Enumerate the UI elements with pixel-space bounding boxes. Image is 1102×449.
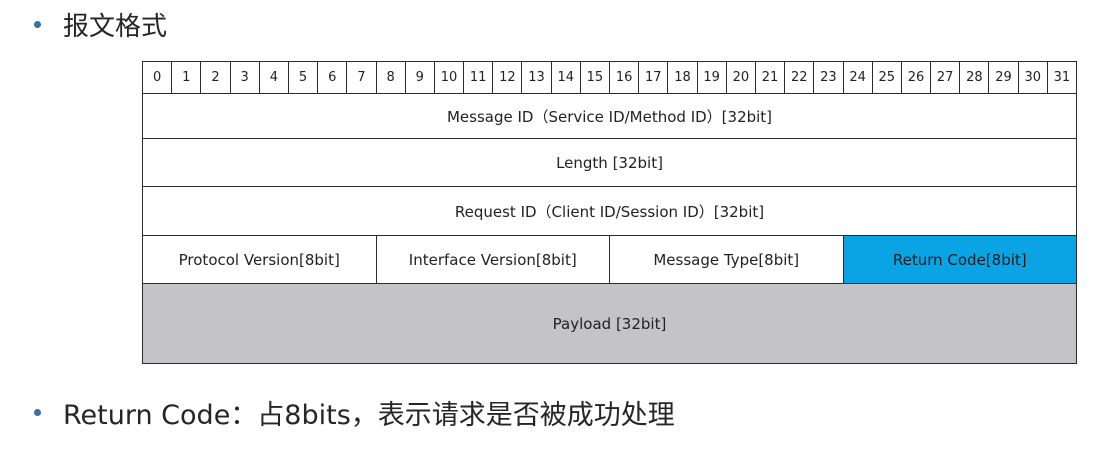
bit-index-cell: 24 xyxy=(844,62,873,93)
bit-index-cell: 21 xyxy=(756,62,786,93)
heading: 报文格式 xyxy=(34,6,167,43)
protocol-version-cell: Protocol Version[8bit] xyxy=(143,236,377,283)
bit-index-cell: 14 xyxy=(552,62,581,93)
bit-index-cell: 30 xyxy=(1019,62,1048,93)
bit-index-cell: 11 xyxy=(464,62,494,93)
heading-text: 报文格式 xyxy=(63,12,168,42)
bit-index-cell: 2 xyxy=(201,62,231,93)
bit-index-cell: 0 xyxy=(143,62,173,93)
length-row: Length [32bit] xyxy=(143,139,1076,187)
bit-index-cell: 4 xyxy=(260,62,289,93)
footer-text: Return Code：占8bits，表示请求是否被成功处理 xyxy=(63,400,675,431)
bit-index-cell: 9 xyxy=(406,62,435,93)
footer-note: Return Code：占8bits，表示请求是否被成功处理 xyxy=(34,393,675,432)
bit-index-cell: 13 xyxy=(522,62,552,93)
bit-index-cell: 3 xyxy=(231,62,260,93)
bit-index-cell: 28 xyxy=(960,62,990,93)
bit-index-cell: 29 xyxy=(989,62,1019,93)
interface-version-cell: Interface Version[8bit] xyxy=(377,236,610,283)
bit-index-cell: 25 xyxy=(873,62,902,93)
bit-index-cell: 10 xyxy=(435,62,465,93)
bit-index-cell: 31 xyxy=(1053,70,1071,85)
bit-index-cell: 5 xyxy=(289,62,319,93)
bit-index-cell: 26 xyxy=(902,62,932,93)
header-fields-row: Protocol Version[8bit] Interface Version… xyxy=(143,236,1076,284)
bit-index-cell: 12 xyxy=(493,62,523,93)
request-id-row: Request ID（Client ID/Session ID）[32bit] xyxy=(143,187,1076,236)
bit-index-cell: 27 xyxy=(931,62,961,93)
bit-index-cell: 7 xyxy=(347,62,377,93)
bit-index-cell: 8 xyxy=(377,62,406,93)
return-code-cell: Return Code[8bit] xyxy=(843,236,1076,283)
bit-index-cell: 1 xyxy=(172,62,202,93)
bit-index-cell: 22 xyxy=(785,62,815,93)
bullet-icon xyxy=(34,409,41,416)
bit-index-cell: 6 xyxy=(318,62,348,93)
bit-index-cell: 23 xyxy=(814,62,844,93)
bullet-icon xyxy=(34,21,41,28)
bit-index-cell: 17 xyxy=(639,62,669,93)
bit-index-cell: 18 xyxy=(668,62,698,93)
message-type-cell: Message Type[8bit] xyxy=(610,236,844,283)
payload-row: Payload [32bit] xyxy=(143,284,1076,363)
message-id-row: Message ID（Service ID/Method ID）[32bit] xyxy=(143,94,1076,139)
bit-index-cell: 15 xyxy=(581,62,610,93)
bit-index-cell: 16 xyxy=(610,62,640,93)
bit-index-cell: 19 xyxy=(698,62,727,93)
bit-index-cell: 20 xyxy=(727,62,756,93)
